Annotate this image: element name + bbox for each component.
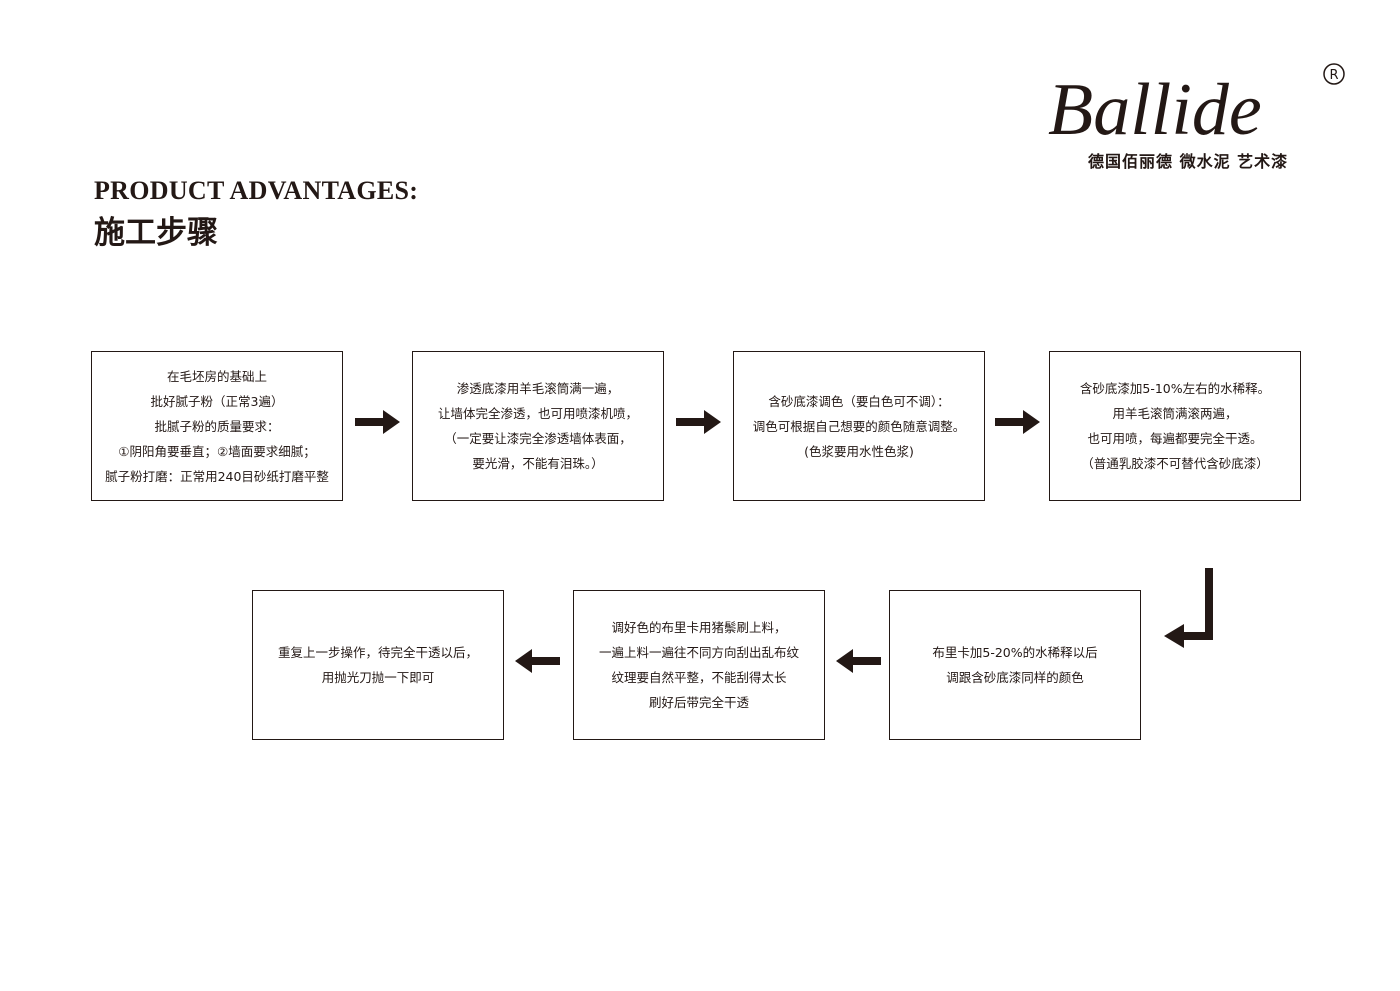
arrow-left-icon [515,649,560,673]
step-text-line: （一定要让漆完全渗透墙体表面， [444,431,632,446]
step-text-line: 要光滑，不能有泪珠。） [472,456,604,471]
step-box-7: 重复上一步操作，待完全干透以后， 用抛光刀抛一下即可 [252,590,504,740]
step-text-line: 重复上一步操作，待完全干透以后， [277,645,478,660]
step-text-line: 用抛光刀抛一下即可 [321,670,435,685]
logo-script-text: Ballide [1048,69,1262,150]
step-text-line: 刷好后带完全干透 [648,695,749,710]
ballide-script-logo: Ballide R [1048,63,1345,150]
step-box-3: 含砂底漆调色（要白色可不调）： 调色可根据自己想要的颜色随意调整。 (色浆要用水… [733,351,985,501]
step-text-line: 含砂底漆调色（要白色可不调）： [768,393,950,409]
step-text-line: 让墙体完全渗透，也可用喷漆机喷， [437,406,638,421]
turn-down-left-arrow-icon [1164,568,1213,648]
step-box-6: 调好色的布里卡用猪鬃刷上料， 一遍上料一遍往不同方向刮出乱布纹 纹理要自然平整，… [573,590,825,740]
step-text-line: 调好色的布里卡用猪鬃刷上料， [611,620,787,635]
step-text-line: 用羊毛滚筒满滚两遍， [1112,406,1238,421]
heading-english: PRODUCT ADVANTAGES: [94,176,419,205]
step-text-line: 腻子粉打磨：正常用240目砂纸打磨平整 [105,468,329,484]
step-text-line: 一遍上料一遍往不同方向刮出乱布纹 [598,645,799,660]
arrow-left-icon [836,649,881,673]
brand-logo: Ballide R 德国佰丽德 微水泥 艺术漆 [1040,60,1360,171]
arrow-right-icon [676,410,721,434]
step-text-line: 批腻子粉的质量要求： [154,418,280,434]
step-text-line: 调色可根据自己想要的颜色随意调整。 [752,418,966,434]
brand-subtitle: 德国佰丽德 微水泥 艺术漆 [1088,152,1289,171]
arrow-right-icon [355,410,400,434]
registered-circle [1323,63,1345,85]
step-text-line: 也可用喷，每遍都要完全干透。 [1087,431,1263,446]
heading-chinese: 施工步骤 [94,215,218,251]
step-text-line: 含砂底漆加5-10%左右的水稀释。 [1079,381,1271,396]
step-text-line: 纹理要自然平整，不能刮得太长 [611,670,787,685]
step-text-line: 渗透底漆用羊毛滚筒满一遍， [456,381,620,396]
step-box-4: 含砂底漆加5-10%左右的水稀释。 用羊毛滚筒满滚两遍， 也可用喷，每遍都要完全… [1049,351,1301,501]
step-text-line: ①阴阳角要垂直；②墙面要求细腻； [118,443,316,459]
step-box-5: 布里卡加5-20%的水稀释以后 调跟含砂底漆同样的颜色 [889,590,1141,740]
step-text-line: 调跟含砂底漆同样的颜色 [946,670,1084,685]
step-text-line: 在毛坯房的基础上 [166,368,267,384]
step-text-line: (色浆要用水性色浆) [804,443,914,459]
arrow-right-icon [995,410,1040,434]
step-text-line: （普通乳胶漆不可替代含砂底漆） [1081,456,1269,471]
step-box-2: 渗透底漆用羊毛滚筒满一遍， 让墙体完全渗透，也可用喷漆机喷， （一定要让漆完全渗… [412,351,664,501]
registered-mark: R [1329,68,1338,83]
step-text-line: 布里卡加5-20%的水稀释以后 [932,645,1098,660]
step-box-1: 在毛坯房的基础上 批好腻子粉（正常3遍） 批腻子粉的质量要求： ①阴阳角要垂直；… [91,351,343,501]
step-text-line: 批好腻子粉（正常3遍） [150,393,284,409]
